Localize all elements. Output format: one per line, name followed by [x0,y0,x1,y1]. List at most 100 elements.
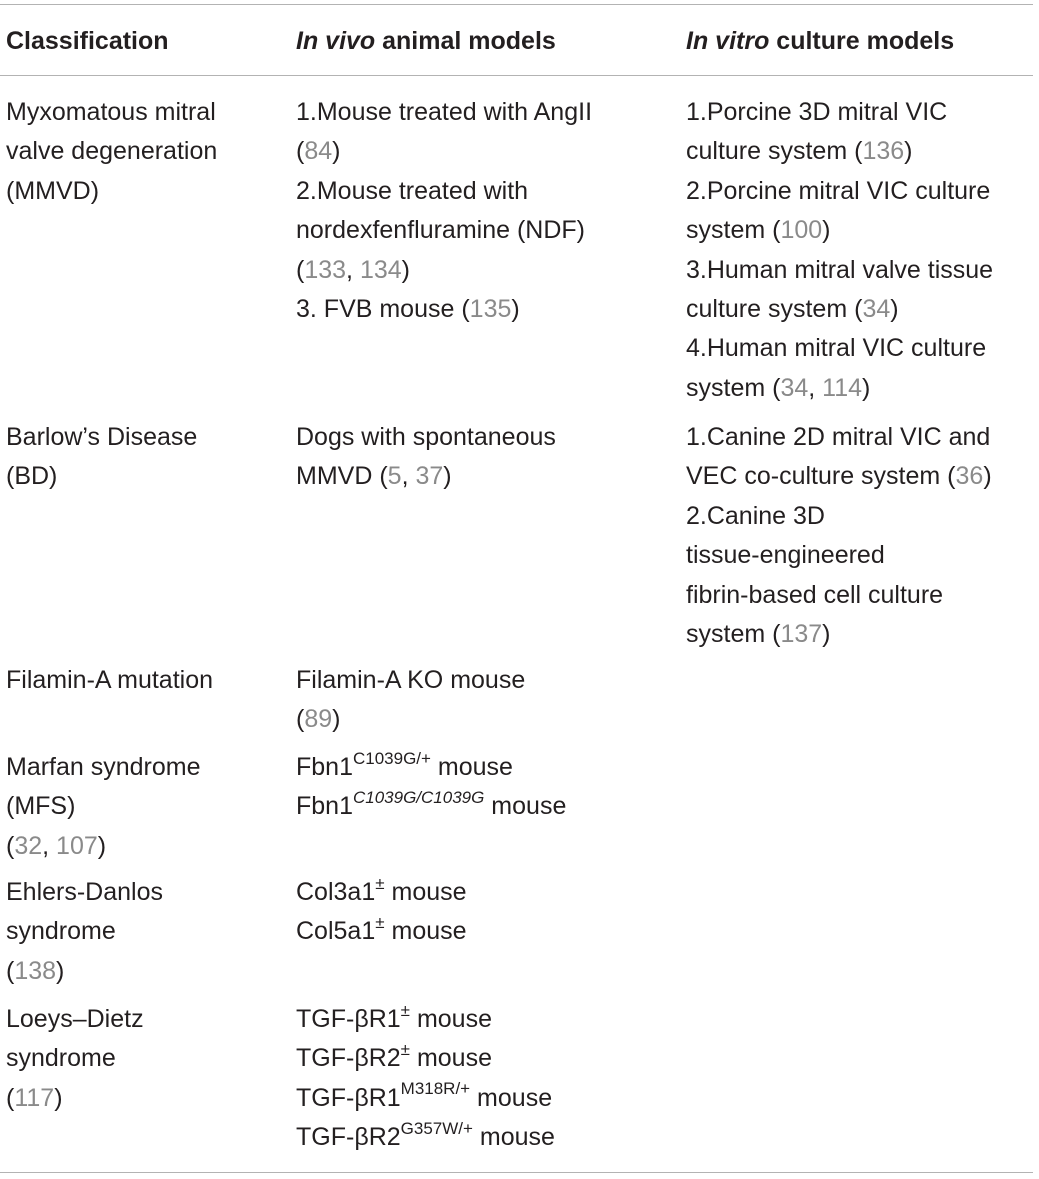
row-filamin-in-vivo: Filamin-A KO mouse (89) [296,661,525,740]
reference-link[interactable]: 138 [14,956,57,985]
reference-link[interactable]: 135 [469,294,512,323]
paren: ( [296,705,305,734]
separator: , [346,255,360,284]
cell-line: (117) [6,1079,144,1118]
text: culture system ( [686,294,863,323]
gene-name: TGF-βR2 [296,1044,401,1073]
header-classification: Classification [6,22,169,61]
cell-line: Loeys–Dietz [6,1005,144,1033]
paren: ( [296,137,305,166]
cell-line: Filamin-A KO mouse [296,666,526,694]
separator: , [808,373,823,402]
reference-link[interactable]: 32 [14,831,43,860]
header-classification-text: Classification [6,27,169,55]
row-mfs-in-vivo: Fbn1C1039G/+ mouse Fbn1C1039G/C1039G mou… [296,748,566,827]
paren: ) [822,216,831,245]
cell-line: Dogs with spontaneous [296,423,556,451]
paren: ) [443,462,452,491]
reference-link[interactable]: 100 [780,216,823,245]
cell-line: TGF-βR1M318R/+ mouse [296,1079,555,1118]
paren: ) [332,705,341,734]
header-in-vitro-rest: culture models [769,27,955,55]
reference-link[interactable]: 136 [862,137,905,166]
cell-line: Fbn1C1039G/+ mouse [296,748,566,787]
table-bottom-rule [0,1172,1033,1173]
row-lds-in-vivo: TGF-βR1± mouse TGF-βR2± mouse TGF-βR1M31… [296,1000,555,1158]
row-bd-in-vitro: 1.Canine 2D mitral VIC and VEC co-cultur… [686,418,992,654]
cell-line: syndrome [6,1044,116,1073]
reference-link[interactable]: 36 [955,462,984,491]
reference-link[interactable]: 133 [304,255,347,284]
reference-link[interactable]: 134 [359,255,402,284]
cell-line: Fbn1C1039G/C1039G mouse [296,787,566,826]
text: mouse [472,1123,555,1152]
text: 3. FVB mouse ( [296,294,470,323]
cell-line: (133, 134) [296,251,592,290]
reference-link[interactable]: 34 [780,373,809,402]
cell-line: Marfan syndrome [6,753,201,781]
header-rule [0,75,1033,76]
allele-superscript: C1039G/+ [352,748,431,768]
cell-line: 2.Canine 3D [686,501,825,530]
text: VEC co-culture system ( [686,462,956,491]
row-lds-classification: Loeys–Dietz syndrome (117) [6,1000,144,1118]
text: system ( [686,373,781,402]
allele-superscript: ± [375,873,385,893]
reference-link[interactable]: 89 [304,705,333,734]
cell-line: system (34, 114) [686,369,993,408]
cell-line: (89) [296,700,525,739]
cell-line: Barlow’s Disease [6,423,198,451]
paren: ( [6,831,15,860]
row-bd-in-vivo: Dogs with spontaneous MMVD (5, 37) [296,418,556,497]
cell-line: VEC co-culture system (36) [686,457,992,496]
text: mouse [384,917,467,946]
header-in-vitro: In vitro culture models [686,22,954,61]
text: culture system ( [686,137,863,166]
reference-link[interactable]: 137 [780,619,823,648]
header-in-vivo-italic: In vivo [296,27,376,55]
cell-line: (84) [296,132,592,171]
allele-superscript: C1039G/C1039G [352,788,485,808]
cell-line: Col5a1± mouse [296,912,467,951]
paren: ) [890,294,899,323]
reference-link[interactable]: 34 [862,294,891,323]
paren: ) [983,462,992,491]
row-filamin-classification: Filamin-A mutation [6,661,213,700]
header-in-vivo-rest: animal models [375,27,556,55]
cell-line: fibrin-based cell culture [686,580,944,609]
cell-line: Col3a1± mouse [296,873,467,912]
cell-line: 3.Human mitral valve tissue [686,255,994,284]
cell-line: (32, 107) [6,827,201,866]
paren: ) [401,255,410,284]
cell-line: (138) [6,952,163,991]
reference-link[interactable]: 84 [304,137,333,166]
separator: , [42,831,57,860]
allele-superscript: M318R/+ [400,1079,471,1099]
reference-link[interactable]: 37 [415,462,444,491]
cell-line: (BD) [6,462,58,491]
allele-superscript: ± [375,913,385,933]
row-eds-classification: Ehlers-Danlos syndrome (138) [6,873,163,991]
text: MMVD ( [296,462,388,491]
reference-link[interactable]: 114 [822,373,863,402]
reference-link[interactable]: 5 [387,462,402,491]
reference-link[interactable]: 107 [56,831,98,860]
gene-name: Col5a1 [296,917,376,946]
paren: ( [296,255,305,284]
cell-line: Myxomatous mitral [6,98,216,126]
paren: ) [822,619,831,648]
gene-name: TGF-βR2 [296,1123,401,1152]
cell-line: 3. FVB mouse (135) [296,290,592,329]
paren: ) [56,956,65,985]
cell-line: 2.Porcine mitral VIC culture [686,176,991,205]
reference-link[interactable]: 117 [14,1083,55,1112]
cell-line: 4.Human mitral VIC culture [686,334,987,363]
gene-name: Col3a1 [296,878,376,906]
cell-line: 1.Mouse treated with AngII [296,98,593,126]
text: mouse [410,1044,492,1073]
cell-line: 1.Porcine 3D mitral VIC [686,98,948,126]
cell-line: (MMVD) [6,176,100,205]
text: mouse [384,878,467,906]
cell-line: culture system (34) [686,290,993,329]
cell-line: system (137) [686,615,992,654]
